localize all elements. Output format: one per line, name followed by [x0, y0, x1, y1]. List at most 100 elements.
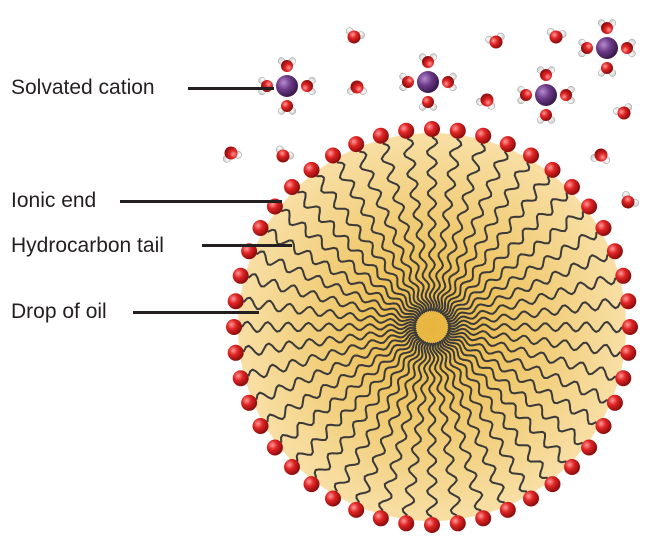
ionic-head-icon	[325, 490, 341, 507]
ionic-head-icon	[449, 122, 466, 139]
ionic-head-icon	[398, 515, 415, 532]
ionic-head-icon	[620, 344, 637, 361]
leader-solvated-cation	[188, 87, 274, 90]
hydrocarbon-tail	[431, 342, 461, 517]
hydrocarbon-tail	[447, 327, 622, 358]
leader-ionic-end	[120, 200, 282, 203]
hydrocarbon-tail	[241, 320, 417, 333]
hydrocarbon-tail	[313, 338, 423, 479]
hydrocarbon-tail	[440, 339, 548, 479]
ionic-head-icon	[398, 122, 415, 139]
label-ionic-end: Ionic end	[11, 189, 97, 212]
water-molecule-icon	[621, 191, 640, 209]
ionic-head-icon	[606, 243, 623, 260]
ionic-head-icon	[523, 490, 539, 507]
hydrocarbon-tail	[447, 298, 622, 328]
hydrocarbon-tail	[378, 341, 429, 512]
hydrocarbon-tail	[437, 150, 509, 313]
hydrocarbon-tail	[445, 334, 597, 426]
hydrocarbon-tail	[446, 332, 609, 404]
ionic-head-icon	[284, 179, 300, 195]
hydrocarbon-tail	[403, 137, 433, 312]
hydrocarbon-tail	[280, 335, 420, 443]
leader-drop-of-oil	[133, 311, 259, 314]
hydrocarbon-tail	[425, 342, 438, 518]
label-solvated-cation: Solvated cation	[11, 76, 155, 99]
ionic-head-icon	[232, 370, 249, 387]
ionic-head-icon	[595, 418, 612, 434]
hydrocarbon-tail	[435, 142, 486, 313]
water-molecule-icon	[546, 28, 567, 44]
ionic-head-icon	[266, 439, 283, 456]
water-molecule-icon	[347, 80, 367, 95]
ionic-head-icon	[348, 501, 365, 518]
ionic-head-icon	[499, 136, 516, 153]
hydrocarbon-tail	[266, 334, 419, 423]
hydrocarbon-tail	[380, 142, 430, 312]
hydrocarbon-tail	[255, 250, 418, 322]
label-hydrocarbon-tail: Hydrocarbon tail	[11, 234, 164, 257]
water-molecule-icon	[345, 27, 365, 44]
ionic-head-icon	[544, 161, 561, 178]
ionic-head-icon	[449, 515, 466, 532]
hydrocarbon-tail	[267, 228, 419, 320]
hydrocarbon-tail	[401, 342, 432, 517]
ionic-head-icon	[544, 476, 561, 493]
ionic-head-icon	[348, 136, 365, 153]
ionic-head-icon	[615, 370, 632, 387]
ionic-head-icon	[241, 394, 258, 411]
hydrocarbon-tail	[439, 340, 528, 493]
ionic-head-icon	[581, 198, 598, 215]
ionic-head-icon	[523, 147, 539, 164]
hydrocarbon-tail	[359, 150, 428, 313]
solvated-cation-icon	[399, 53, 457, 111]
ionic-head-icon	[622, 319, 638, 335]
hydrocarbon-tail	[242, 326, 417, 356]
ionic-head-icon	[615, 267, 632, 284]
ionic-head-icon	[595, 220, 612, 236]
hydrocarbon-tail	[297, 190, 422, 316]
water-molecule-icon	[613, 103, 633, 120]
hydrocarbon-tail	[434, 342, 484, 512]
hydrocarbon-tail	[439, 162, 531, 314]
water-molecule-icon	[275, 145, 295, 163]
hydrocarbon-tail	[255, 331, 418, 400]
hydrocarbon-tail	[443, 336, 584, 446]
ionic-head-icon	[564, 179, 580, 195]
solvated-cation-icon	[517, 66, 575, 124]
hydrocarbon-tail	[355, 341, 427, 504]
hydrocarbon-tail	[242, 296, 417, 327]
ionic-head-icon	[499, 501, 516, 518]
hydrocarbon-tail	[295, 337, 421, 462]
hydrocarbon-tail	[442, 338, 567, 464]
water-molecule-icon	[590, 148, 611, 164]
hydrocarbon-tail	[447, 321, 623, 334]
hydrocarbon-tail	[446, 330, 617, 381]
solvated-cation-icon	[258, 57, 316, 115]
ionic-head-icon	[241, 243, 258, 260]
ionic-head-icon	[252, 418, 269, 434]
ionic-head-icon	[475, 127, 492, 144]
hydrocarbon-tail	[436, 341, 505, 504]
hydrocarbon-tail	[426, 136, 439, 312]
ionic-head-icon	[372, 510, 389, 527]
hydrocarbon-tail	[443, 192, 569, 317]
solvent-molecules	[222, 19, 640, 209]
water-molecule-icon	[222, 146, 242, 163]
solvated-cation-icon	[578, 19, 636, 77]
ionic-head-icon	[252, 220, 269, 236]
oil-drop	[238, 133, 626, 521]
hydrocarbon-tail	[333, 340, 425, 492]
hydrocarbon-tail	[447, 275, 617, 325]
ionic-head-icon	[564, 459, 580, 475]
water-molecule-icon	[485, 32, 505, 49]
label-drop-of-oil: Drop of oil	[11, 300, 107, 323]
ionic-head-icon	[303, 476, 320, 493]
hydrocarbon-tail	[432, 137, 463, 312]
hydrocarbon-tail	[316, 175, 424, 315]
water-molecule-icon	[476, 93, 496, 110]
ionic-head-icon	[606, 394, 623, 411]
ionic-head-icon	[620, 293, 637, 310]
ionic-head-icon	[303, 161, 320, 178]
